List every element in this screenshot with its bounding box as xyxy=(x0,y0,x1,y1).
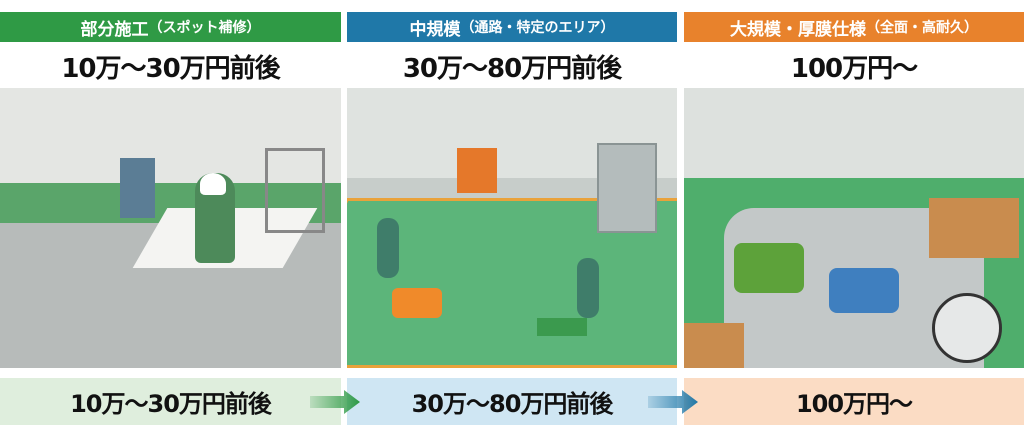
price-large: 100万円〜 xyxy=(790,53,918,84)
header-partial: 部分施工（スポット補修） xyxy=(0,12,341,42)
header-subtitle: （全面・高耐久） xyxy=(866,20,978,36)
illustration-aisle xyxy=(347,88,677,368)
bottom-price-partial: 10万〜30万円前後 xyxy=(0,378,341,425)
illustration-full-floor xyxy=(684,88,1024,368)
bottom-price-medium: 30万〜80万円前後 xyxy=(347,378,677,425)
arrow-right-icon xyxy=(648,390,698,414)
header-large: 大規模・厚膜仕様（全面・高耐久） xyxy=(684,12,1024,42)
header-subtitle: （通路・特定のエリア） xyxy=(460,20,615,36)
price-medium: 30万〜80万円前後 xyxy=(402,53,622,84)
price-partial: 10万〜30万円前後 xyxy=(61,53,280,84)
header-title: 部分施工 xyxy=(80,19,149,40)
header-subtitle: （スポット補修） xyxy=(148,20,261,36)
illustration-spot-repair xyxy=(0,88,341,368)
header-medium: 中規模（通路・特定のエリア） xyxy=(347,12,677,42)
header-title: 中規模 xyxy=(409,19,461,40)
header-title: 大規模・厚膜仕様 xyxy=(730,19,866,40)
arrow-right-icon xyxy=(310,390,360,414)
bottom-price-large: 100万円〜 xyxy=(684,378,1024,425)
